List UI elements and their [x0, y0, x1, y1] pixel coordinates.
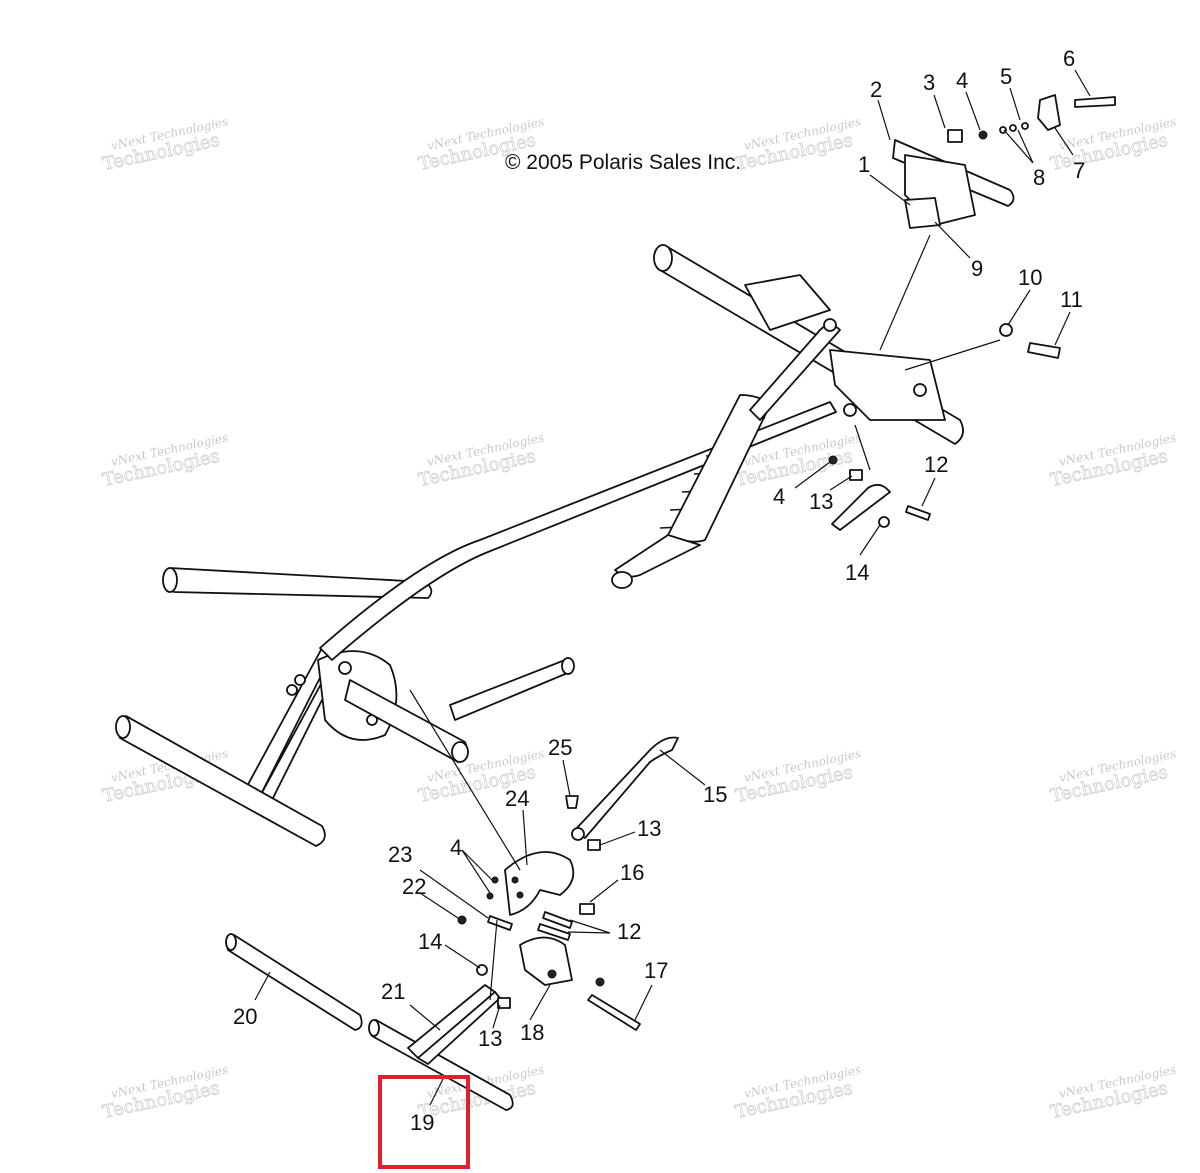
label-part-18[interactable]: 18	[520, 1020, 544, 1045]
label-part-9[interactable]: 9	[971, 256, 983, 281]
label-part-12[interactable]: 12	[617, 919, 641, 944]
label-part-4[interactable]: 4	[773, 484, 785, 509]
label-part-13[interactable]: 13	[637, 816, 661, 841]
label-part-8[interactable]: 8	[1033, 165, 1045, 190]
label-part-7[interactable]: 7	[1073, 158, 1085, 183]
label-part-6[interactable]: 6	[1063, 46, 1075, 71]
label-part-21[interactable]: 21	[381, 979, 405, 1004]
rear-axle-19	[368, 1019, 514, 1111]
rear-axle-tube-20	[225, 933, 363, 1031]
mid-cross-tube	[344, 679, 469, 763]
label-part-19[interactable]: 19	[410, 1110, 434, 1135]
label-part-4[interactable]: 4	[956, 68, 968, 93]
label-part-13[interactable]: 13	[809, 489, 833, 514]
label-part-17[interactable]: 17	[644, 958, 668, 983]
main-rail	[319, 401, 837, 661]
label-part-12[interactable]: 12	[924, 452, 948, 477]
label-part-24[interactable]: 24	[505, 786, 529, 811]
rear-axle-lower	[115, 715, 326, 847]
shock-spring	[611, 394, 771, 589]
label-part-13[interactable]: 13	[478, 1026, 502, 1051]
limiter-rod-15	[571, 736, 679, 841]
label-part-11[interactable]: 11	[1060, 287, 1083, 312]
leader-lines	[254, 69, 1091, 1106]
front-bracket-assembly	[892, 139, 1015, 229]
label-part-23[interactable]: 23	[388, 842, 412, 867]
label-part-5[interactable]: 5	[1000, 64, 1012, 89]
highlight-box-part-19	[378, 1075, 470, 1169]
label-part-22[interactable]: 22	[402, 874, 426, 899]
label-part-25[interactable]: 25	[548, 735, 572, 760]
label-part-16[interactable]: 16	[620, 860, 644, 885]
copyright-text: © 2005 Polaris Sales Inc.	[505, 151, 741, 174]
label-part-14[interactable]: 14	[845, 560, 869, 585]
label-part-10[interactable]: 10	[1018, 265, 1042, 290]
fasteners	[457, 94, 1116, 1031]
label-part-2[interactable]: 2	[870, 77, 882, 102]
label-part-20[interactable]: 20	[233, 1004, 257, 1029]
part-labels: 2 3 4 5 6 1 8 7 9 10 11 12 4 13 14 25 15…	[233, 46, 1085, 1135]
mid-axle-tube	[449, 657, 575, 721]
hanger-24	[504, 851, 575, 916]
scissor-link-21	[407, 984, 501, 1065]
label-part-4[interactable]: 4	[450, 835, 462, 860]
label-part-14[interactable]: 14	[418, 929, 442, 954]
front-arm-assembly	[744, 274, 946, 421]
label-part-15[interactable]: 15	[703, 782, 727, 807]
label-part-1[interactable]: 1	[858, 152, 870, 177]
label-part-3[interactable]: 3	[923, 70, 935, 95]
bracket-18	[519, 936, 573, 986]
